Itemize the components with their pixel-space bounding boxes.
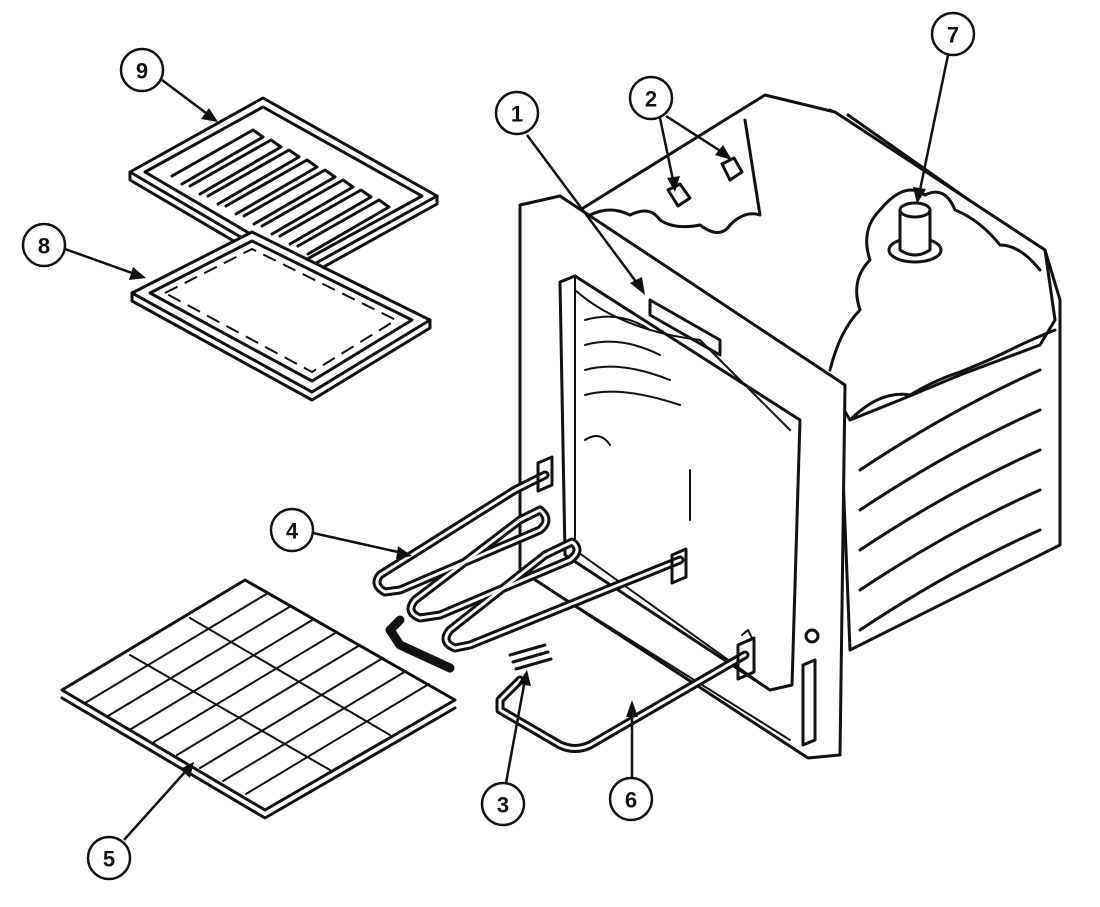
callout-9: 9 [119, 47, 218, 122]
callout-label: 6 [625, 788, 637, 813]
callout-4: 4 [269, 507, 412, 559]
callout-label: 4 [286, 519, 299, 544]
callout-3: 3 [480, 670, 531, 827]
element-clip [508, 643, 553, 671]
broiler-pan [130, 230, 432, 402]
callout-1: 1 [494, 90, 645, 295]
callout-label: 3 [497, 793, 509, 818]
callout-8: 8 [21, 222, 146, 280]
oven-rack [60, 578, 457, 820]
callout-label: 5 [103, 847, 115, 872]
callout-2: 2 [628, 75, 732, 192]
bake-element [372, 455, 688, 673]
callout-6: 6 [608, 700, 654, 822]
callout-label: 9 [136, 59, 148, 84]
broiler-pan-grid [128, 96, 439, 282]
callout-label: 1 [511, 102, 523, 127]
broil-element [495, 629, 756, 753]
callout-label: 8 [38, 234, 50, 259]
callout-label: 7 [947, 23, 959, 48]
callout-label: 2 [645, 87, 657, 112]
callout-7: 7 [913, 11, 976, 204]
oven-cavity-body [578, 93, 1062, 652]
callout-5: 5 [86, 762, 194, 881]
